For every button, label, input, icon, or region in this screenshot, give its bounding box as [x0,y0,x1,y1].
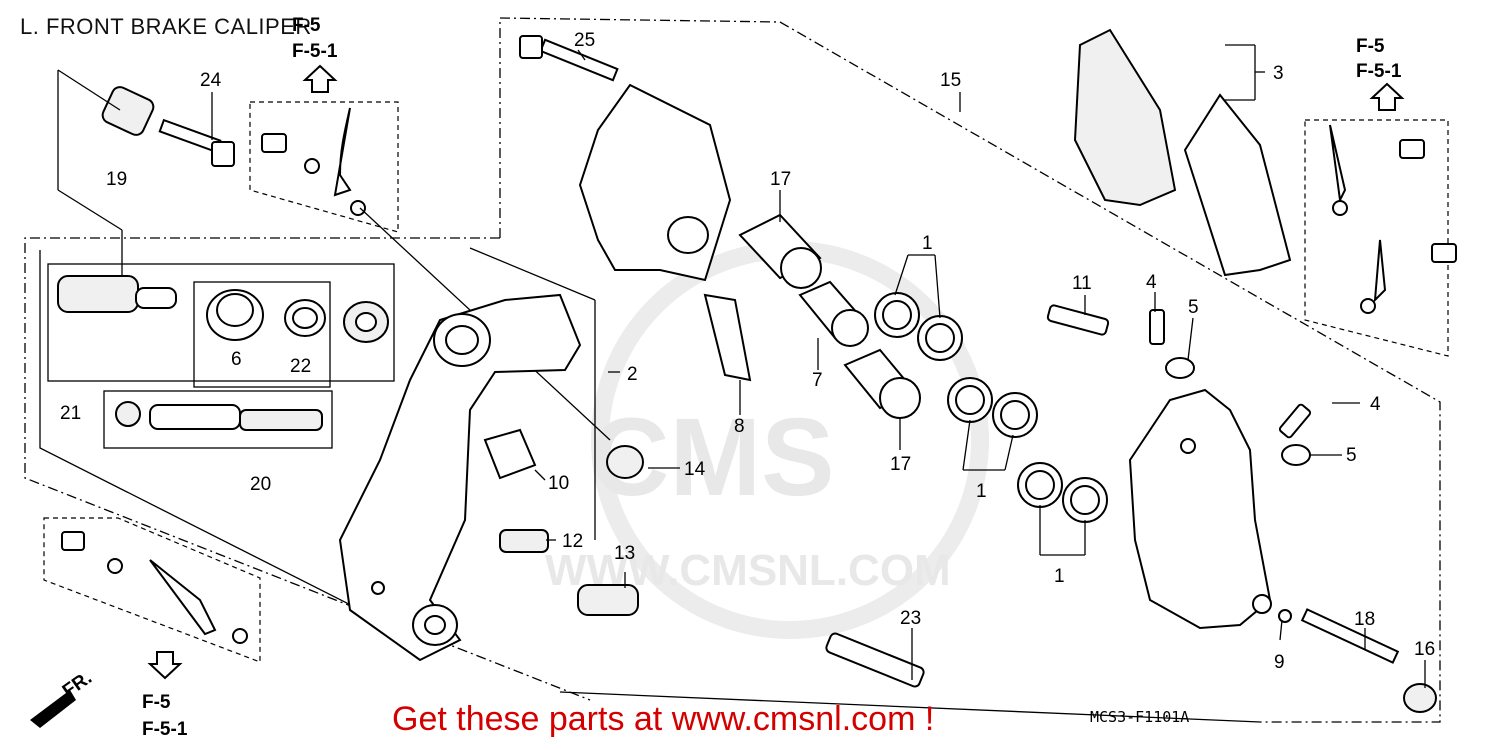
diagram-title: L. FRONT BRAKE CALIPER [20,14,312,39]
hose-box-right [1304,119,1449,357]
callout-2: 2 [627,364,638,385]
part-14-boot [606,445,644,479]
hose-box-top [249,101,399,233]
callout-6: 6 [231,349,242,370]
kit-box-20 [103,390,333,449]
part-5-cap-b [1281,444,1311,466]
ref-top-right-2: F-5-1 [1356,61,1402,82]
callout-4b: 4 [1370,394,1381,415]
part-19-collar [101,86,155,136]
callout-24: 24 [200,70,222,91]
callout-17a: 17 [770,169,791,190]
part-21-pin [57,275,177,313]
callout-4a: 4 [1146,272,1157,293]
part-23-bolt [825,632,925,688]
part-16-plug [1403,683,1437,713]
hose-assembly-top [261,107,366,216]
part-4-bleeder [1149,309,1165,345]
part-6-bushing [206,289,264,341]
ref-top-left-2: F-5-1 [292,41,338,62]
callout-labels: 1 1 1 2 3 4 4 5 5 6 7 8 9 10 11 12 13 14… [60,30,1435,673]
hose-assembly-bottom [61,531,248,644]
part-17-piston-a [738,213,822,289]
callout-21: 21 [60,403,81,424]
callout-5a: 5 [1188,297,1199,318]
part-4-bleeder-b [1278,403,1312,439]
part-7-piston [798,280,869,347]
callout-5b: 5 [1346,445,1357,466]
part-1-seals [874,292,1108,523]
callout-3: 3 [1273,63,1284,84]
front-arrow-icon [30,690,76,728]
part-3-pads [1073,28,1292,277]
ref-arrow-bottom-left [147,651,183,680]
part-17-piston-b [843,348,921,419]
part-seal [343,301,389,343]
ref-top-right-1: F-5 [1356,36,1385,57]
ref-arrow-top-left [302,64,338,93]
ref-bottom-left-1: F-5 [142,692,171,713]
assembly-outline-2 [24,237,591,701]
part-20-pin-kit [115,401,323,431]
assembly-outline-15 [499,17,1441,723]
callout-22: 22 [290,356,311,377]
ref-arrow-top-right [1369,82,1405,111]
part-11-pin [1046,304,1110,336]
caliper-body-outer [578,83,732,282]
part-5-cap-a [1165,357,1195,379]
part-10-clip [483,428,537,480]
part-8-spring [703,293,752,382]
caliper-body-inner [1128,388,1272,630]
callout-7: 7 [812,370,823,391]
callout-16: 16 [1414,639,1435,660]
part-9-washer [1278,609,1292,623]
hose-assembly-right [1329,124,1457,314]
callout-18: 18 [1354,609,1375,630]
callout-9: 9 [1274,652,1285,673]
kit-box-21 [47,263,395,382]
callout-1b: 1 [976,481,987,502]
callout-8: 8 [734,416,745,437]
callout-10: 10 [548,473,569,494]
callout-1c: 1 [1054,566,1065,587]
promo-link-text[interactable]: Get these parts at www.cmsnl.com ! [392,700,935,738]
part-2-bracket [338,293,582,662]
callout-1a: 1 [922,233,933,254]
callout-15: 15 [940,70,961,91]
watermark: CMS WWW.CMSNL.COM [545,241,989,639]
outline-bottom [559,691,1261,723]
callout-12: 12 [562,531,583,552]
ref-top-left-1: F-5 [292,15,321,36]
outline-inner [39,250,421,641]
part-18-pin [1300,608,1400,664]
leader-lines [211,44,1426,688]
outline-join [469,247,596,301]
callout-13: 13 [614,543,635,564]
callout-14: 14 [684,459,706,480]
callout-17b: 17 [890,454,911,475]
hose-box-bottom [43,517,261,663]
part-12-pin [499,529,549,553]
kit-box-6-22 [193,281,331,388]
callout-23: 23 [900,608,921,629]
part-13-cap [577,584,639,616]
callout-25: 25 [574,30,595,51]
callout-20: 20 [250,474,271,495]
part-25-bolt [519,35,619,82]
callout-11: 11 [1072,273,1092,294]
ref-bottom-left-2: F-5-1 [142,719,188,740]
callout-19: 19 [106,169,127,190]
diagram-code: MCS3-F1101A [1090,708,1189,726]
part-22-clip [284,299,326,337]
part-24-bolt [158,118,235,167]
